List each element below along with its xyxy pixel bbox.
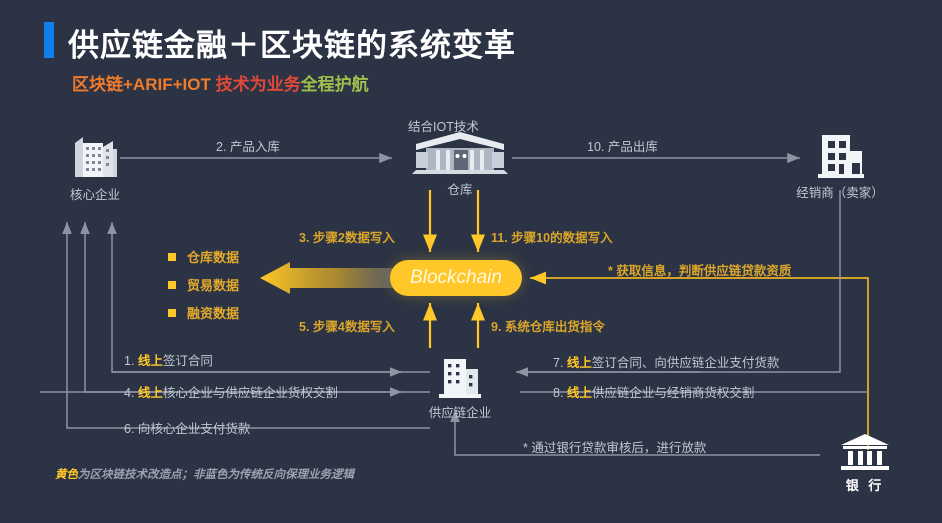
label-step-5: 5. 步骤4数据写入: [299, 320, 395, 334]
step-8-number: 8.: [553, 386, 567, 400]
data-extract-arrow: [260, 262, 408, 294]
step-7-text: 签订合同、向供应链企业支付货款: [591, 356, 780, 370]
node-core-enterprise[interactable]: 核心企业: [55, 133, 135, 203]
warehouse-icon: [412, 132, 508, 174]
node-supply-chain-enterprise[interactable]: 供应链企业: [405, 355, 515, 421]
footer-note: 黄色为区块链技术改造点；非蓝色为传统反向保理业务逻辑: [55, 466, 354, 482]
label-step-6: 6. 向核心企业支付货款: [124, 422, 251, 436]
building-icon: [439, 359, 481, 398]
step-7-highlight: 线上: [566, 356, 592, 370]
node-label: 经销商（卖家）: [796, 186, 884, 200]
subtitle-segment-1: 区块链+ARIF+IOT: [72, 75, 211, 94]
office-building-icon: [75, 137, 117, 177]
label-bank-review-note: * 通过银行贷款审核后，进行放款: [523, 441, 707, 455]
node-warehouse[interactable]: 仓库: [405, 130, 515, 198]
label-step-8: 8. 线上供应链企业与经销商货权交割: [553, 382, 754, 401]
label-step-10: 10. 产品出库: [587, 140, 658, 154]
list-item: 贸易数据: [168, 275, 239, 294]
step-1-text: 签订合同: [162, 354, 213, 368]
title-accent-bar: [44, 22, 54, 58]
node-bank[interactable]: 银 行: [820, 432, 910, 494]
subtitle-segment-3: 全程护航: [300, 75, 369, 94]
label-loan-qualification-note: * 获取信息，判断供应链贷款资质: [608, 264, 792, 278]
node-label: 核心企业: [69, 188, 120, 202]
footer-highlight: 黄色: [55, 469, 78, 481]
node-label: 银 行: [845, 478, 885, 493]
list-item: 仓库数据: [168, 247, 239, 266]
step-8-text: 供应链企业与经销商货权交割: [591, 386, 755, 400]
list-item: 融资数据: [168, 303, 239, 322]
step-4-highlight: 线上: [137, 386, 163, 400]
step-1-number: 1.: [124, 354, 138, 368]
step-4-number: 4.: [124, 386, 138, 400]
label-warehouse-note: 结合IOT技术: [408, 120, 479, 134]
step-1-highlight: 线上: [137, 354, 163, 368]
page-title: 供应链金融＋区块链的系统变革: [68, 28, 516, 63]
label-step-11: 11. 步骤10的数据写入: [491, 231, 613, 245]
bullet-square-icon: [168, 252, 176, 261]
bullet-square-icon: [168, 280, 176, 289]
step-4-text: 核心企业与供应链企业货权交割: [162, 386, 338, 400]
label-step-2: 2. 产品入库: [216, 140, 280, 154]
footer-text: 为区块链技术改造点；非蓝色为传统反向保理业务逻辑: [78, 469, 354, 481]
node-label: 仓库: [447, 183, 473, 197]
label-step-9: 9. 系统仓库出货指令: [491, 320, 605, 334]
label-step-1: 1. 线上签订合同: [124, 350, 213, 369]
node-label: 供应链企业: [428, 406, 492, 420]
bullet-square-icon: [168, 308, 176, 317]
step-7-number: 7.: [553, 356, 567, 370]
page-subtitle: 区块链+ARIF+IOT 技术为业务全程护航: [72, 70, 369, 95]
bullet-label: 贸易数据: [187, 278, 240, 293]
blockchain-label: Blockchain: [410, 267, 502, 288]
data-bullet-list: 仓库数据 贸易数据 融资数据: [168, 247, 239, 331]
blockchain-node[interactable]: Blockchain: [390, 260, 522, 296]
label-step-3: 3. 步骤2数据写入: [299, 231, 395, 245]
label-step-7: 7. 线上签订合同、向供应链企业支付货款: [553, 352, 779, 371]
bullet-label: 仓库数据: [187, 250, 240, 265]
bank-icon: [841, 434, 889, 470]
node-distributor[interactable]: 经销商（卖家）: [790, 131, 890, 201]
label-step-4: 4. 线上核心企业与供应链企业货权交割: [124, 382, 338, 401]
step-8-highlight: 线上: [566, 386, 592, 400]
subtitle-segment-2: 技术为业务: [210, 75, 301, 94]
bullet-label: 融资数据: [187, 306, 240, 321]
building-icon: [818, 135, 864, 178]
